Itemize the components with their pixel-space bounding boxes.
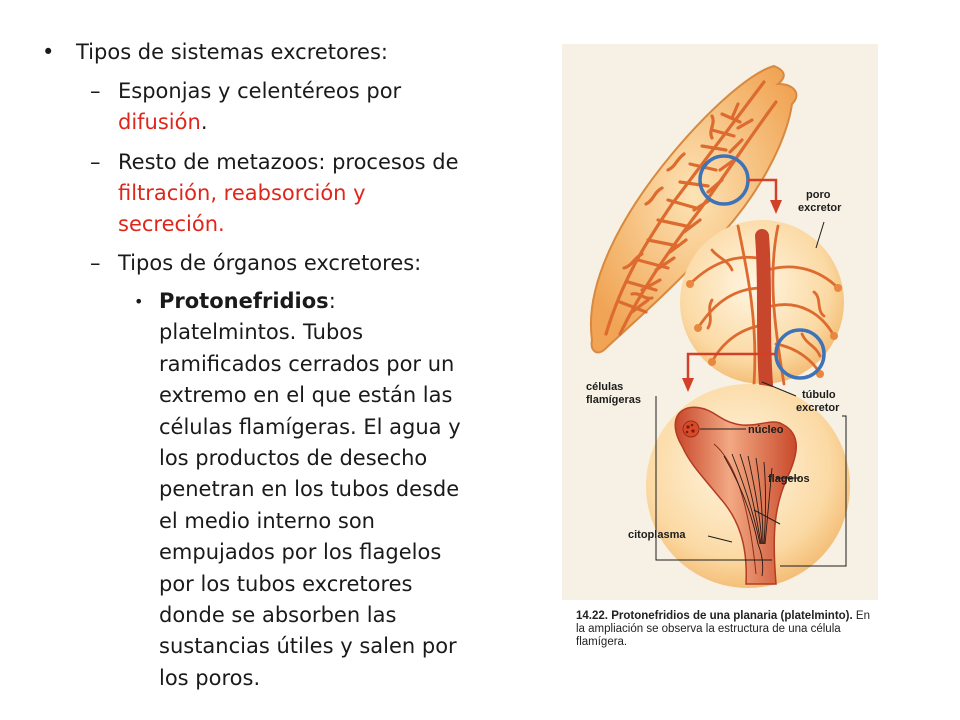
connector-line-2 bbox=[686, 352, 776, 380]
label-poro-1: poro bbox=[806, 189, 831, 201]
label-pointers bbox=[655, 221, 847, 567]
figure-labels: poro excretor células flamígeras túbulo … bbox=[586, 189, 842, 541]
flagella-bundle bbox=[723, 453, 773, 577]
excretory-tubule bbox=[755, 229, 773, 391]
arrow-head-1 bbox=[770, 200, 782, 214]
flame-cell-circle bbox=[646, 384, 850, 588]
connector-line-1 bbox=[748, 178, 778, 202]
label-tubulo-1: túbulo bbox=[802, 389, 836, 401]
label-celulas-2: flamígeras bbox=[586, 394, 641, 406]
nucleus-chromatin bbox=[685, 423, 695, 434]
highlight-secrecion: secreción. bbox=[118, 212, 225, 236]
caption-number: 14.22. bbox=[576, 610, 608, 622]
tubule-zoom-circle bbox=[680, 220, 844, 391]
label-nucleo: núcleo bbox=[748, 424, 784, 436]
bullet-dot: • bbox=[134, 292, 144, 311]
figure-caption: 14.22. Protonefridios de una planaria (p… bbox=[576, 610, 876, 649]
label-flagelos: flagelos bbox=[768, 473, 810, 485]
caption-text: En la ampliación se observa la estructur… bbox=[576, 610, 870, 648]
flame-cell-lumen bbox=[713, 443, 757, 575]
highlight-filtracion: filtración, reabsorción y bbox=[118, 181, 366, 205]
label-citoplasma: citoplasma bbox=[628, 529, 686, 541]
protonephridia-figure: poro excretor células flamígeras túbulo … bbox=[562, 44, 880, 664]
sub-bullet-text: Protonefridios: platelmintos. Tubos rami… bbox=[159, 289, 461, 690]
planaria-illustration: poro excretor células flamígeras túbulo … bbox=[586, 64, 850, 588]
label-celulas-1: células bbox=[586, 381, 623, 393]
bullet-text: Tipos de sistemas excretores: bbox=[76, 40, 388, 64]
dash-mark: – bbox=[90, 251, 101, 275]
arrow-head-2 bbox=[682, 378, 694, 392]
planaria-body bbox=[590, 64, 798, 354]
term-protonefridios: Protonefridios bbox=[159, 289, 329, 313]
label-poro-2: excretor bbox=[798, 202, 842, 214]
dash-text: Esponjas y celentéreos por difusión. bbox=[118, 79, 402, 134]
flame-cell-body bbox=[674, 406, 797, 585]
bullet-dot: • bbox=[42, 40, 55, 64]
slide-text-column: • Tipos de sistemas excretores: – Esponj… bbox=[42, 40, 461, 690]
dash-text: Tipos de órganos excretores: bbox=[118, 251, 422, 275]
label-tubulo-2: excretor bbox=[796, 402, 840, 414]
highlight-difusion: difusión bbox=[118, 110, 201, 134]
dash-text: Resto de metazoos: procesos de filtració… bbox=[118, 150, 459, 236]
caption-title: Protonefridios de una planaria (platelmi… bbox=[611, 610, 853, 622]
planaria-tubule-network bbox=[604, 80, 778, 336]
nucleus bbox=[682, 420, 700, 438]
dash-mark: – bbox=[90, 79, 101, 103]
dash-mark: – bbox=[90, 150, 101, 174]
